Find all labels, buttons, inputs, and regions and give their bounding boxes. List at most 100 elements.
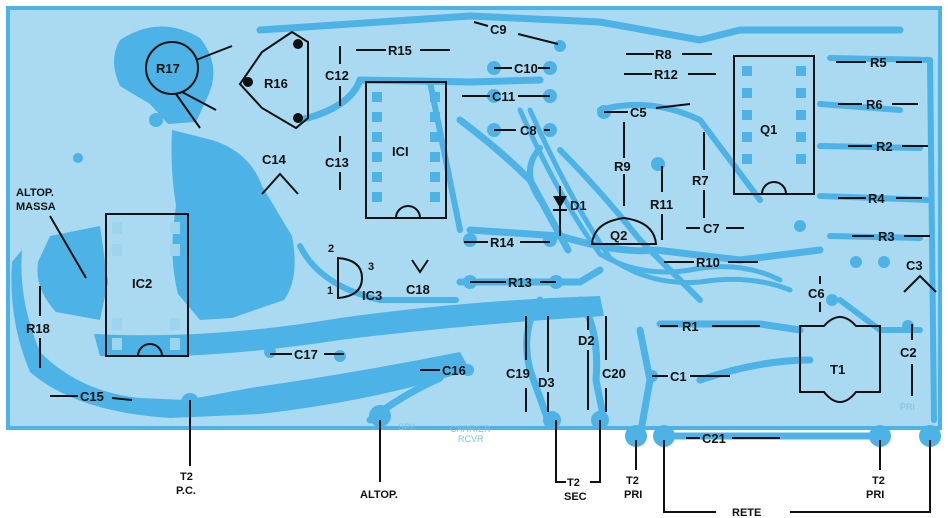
label-ic1: ICI bbox=[392, 144, 409, 159]
ic3-pin-1: 1 bbox=[327, 285, 333, 297]
label-d2: D2 bbox=[578, 333, 595, 348]
label-c12: C12 bbox=[325, 68, 349, 83]
resistor-r10: R10 bbox=[664, 255, 758, 270]
resistor-r11: R11 bbox=[650, 166, 673, 240]
label-c18: C18 bbox=[406, 282, 430, 297]
connector-altop: ALTOP. bbox=[360, 420, 398, 501]
label-c19: C19 bbox=[506, 366, 530, 381]
trimmer-r16: R16 bbox=[238, 30, 309, 130]
label-c9: C9 bbox=[490, 22, 507, 37]
label-r4: R4 bbox=[868, 191, 885, 206]
ghost-text-pri: PRI bbox=[900, 402, 915, 412]
label-c20: C20 bbox=[602, 366, 626, 381]
capacitor-c18: C18 bbox=[406, 259, 430, 297]
resistor-r13: R13 bbox=[470, 275, 556, 290]
label-r11: R11 bbox=[650, 197, 673, 212]
capacitor-c7: C7 bbox=[686, 221, 744, 236]
label-c8: C8 bbox=[520, 123, 537, 138]
label-c13: C13 bbox=[325, 155, 349, 170]
connector-t2-pri-right: T2 PRI bbox=[866, 440, 885, 501]
capacitor-c20: C20 bbox=[602, 316, 626, 412]
capacitor-c3: C3 bbox=[903, 258, 937, 293]
label-r3: R3 bbox=[878, 229, 895, 244]
label-q1: Q1 bbox=[760, 122, 777, 137]
connector-rete: RETE bbox=[663, 440, 931, 518]
resistor-r2: R2 bbox=[848, 139, 928, 154]
capacitor-c9: C9 bbox=[473, 21, 559, 45]
t2-sec-line1: T2 bbox=[567, 477, 580, 489]
label-r15: R15 bbox=[388, 43, 412, 58]
ic3-pin-2: 2 bbox=[328, 243, 334, 255]
label-c5: C5 bbox=[630, 105, 647, 120]
label-c6: C6 bbox=[808, 286, 825, 301]
resistor-r9: R9 bbox=[614, 122, 631, 206]
altop-massa-line2: MASSA bbox=[16, 201, 56, 213]
capacitor-c1: C1 bbox=[652, 369, 730, 384]
t2-pri-right-line2: PRI bbox=[866, 489, 884, 501]
connector-t2-sec: T2 SEC bbox=[555, 420, 601, 503]
label-c15: C15 bbox=[80, 389, 104, 404]
capacitor-c14: C14 bbox=[261, 152, 299, 195]
resistor-r3: R3 bbox=[852, 229, 930, 244]
connector-t2-pc: T2 P.C. bbox=[176, 400, 196, 497]
label-c11: C11 bbox=[492, 89, 515, 104]
label-c10: C10 bbox=[514, 61, 538, 76]
resistor-r18: R18 bbox=[26, 286, 50, 368]
coil-t1: T1 bbox=[799, 316, 881, 403]
transistor-q2: Q2 bbox=[590, 216, 658, 245]
label-c7: C7 bbox=[703, 221, 720, 236]
capacitor-c13: C13 bbox=[325, 136, 349, 190]
diode-d3: D3 bbox=[538, 316, 555, 412]
label-d3: D3 bbox=[538, 375, 555, 390]
label-c3: C3 bbox=[906, 258, 923, 273]
transistor-ic3: 2 3 1 IC3 bbox=[327, 243, 382, 303]
capacitor-c6: C6 bbox=[808, 276, 825, 312]
label-r6: R6 bbox=[866, 97, 883, 112]
altop-massa-line1: ALTOP. bbox=[16, 187, 54, 199]
capacitor-c16: C16 bbox=[420, 363, 466, 378]
resistor-r1: R1 bbox=[660, 319, 760, 334]
label-ic2: IC2 bbox=[132, 276, 152, 291]
label-r9: R9 bbox=[614, 159, 631, 174]
label-c2: C2 bbox=[900, 345, 917, 360]
label-r7: R7 bbox=[692, 173, 709, 188]
capacitor-c21: C21 bbox=[686, 431, 780, 446]
label-r8: R8 bbox=[655, 47, 672, 62]
ic3-pin-3: 3 bbox=[368, 261, 374, 273]
label-r18: R18 bbox=[26, 321, 50, 336]
ghost-text-carrier: CARRIER bbox=[450, 424, 491, 434]
copper-traces bbox=[226, 12, 937, 440]
t2-pc-line1: T2 bbox=[180, 471, 193, 483]
resistor-r12: R12 bbox=[624, 67, 716, 82]
capacitor-c2: C2 bbox=[900, 324, 917, 396]
label-c16: C16 bbox=[442, 363, 466, 378]
ic-ic2: IC2 bbox=[105, 213, 189, 357]
label-ic3: IC3 bbox=[362, 288, 382, 303]
t2-pc-line2: P.C. bbox=[176, 485, 196, 497]
label-r12: R12 bbox=[654, 67, 678, 82]
capacitor-c15: C15 bbox=[50, 389, 133, 404]
capacitor-c17: C17 bbox=[270, 347, 344, 362]
copper-areas bbox=[11, 26, 604, 418]
resistor-r5: R5 bbox=[836, 55, 922, 70]
diode-d1: D1 bbox=[553, 186, 587, 236]
resistor-r8: R8 bbox=[626, 47, 712, 62]
resistor-r7: R7 bbox=[692, 132, 709, 218]
ghost-text-rcvr: RCVR bbox=[458, 434, 484, 444]
pads bbox=[73, 40, 941, 447]
label-r14: R14 bbox=[490, 235, 515, 250]
ic-q1: Q1 bbox=[733, 55, 815, 195]
capacitor-c5: C5 bbox=[604, 103, 691, 120]
label-c17: C17 bbox=[294, 347, 318, 362]
capacitor-c8: C8 bbox=[494, 123, 550, 138]
capacitor-c11: C11 bbox=[462, 89, 550, 104]
capacitor-c19: C19 bbox=[506, 316, 530, 412]
label-q2: Q2 bbox=[610, 228, 627, 243]
trimmer-r17: R17 bbox=[145, 41, 233, 129]
label-r5: R5 bbox=[870, 55, 887, 70]
resistor-r14: R14 bbox=[464, 235, 550, 250]
label-c1: C1 bbox=[670, 369, 687, 384]
label-r13: R13 bbox=[508, 275, 532, 290]
label-c21: C21 bbox=[702, 431, 726, 446]
